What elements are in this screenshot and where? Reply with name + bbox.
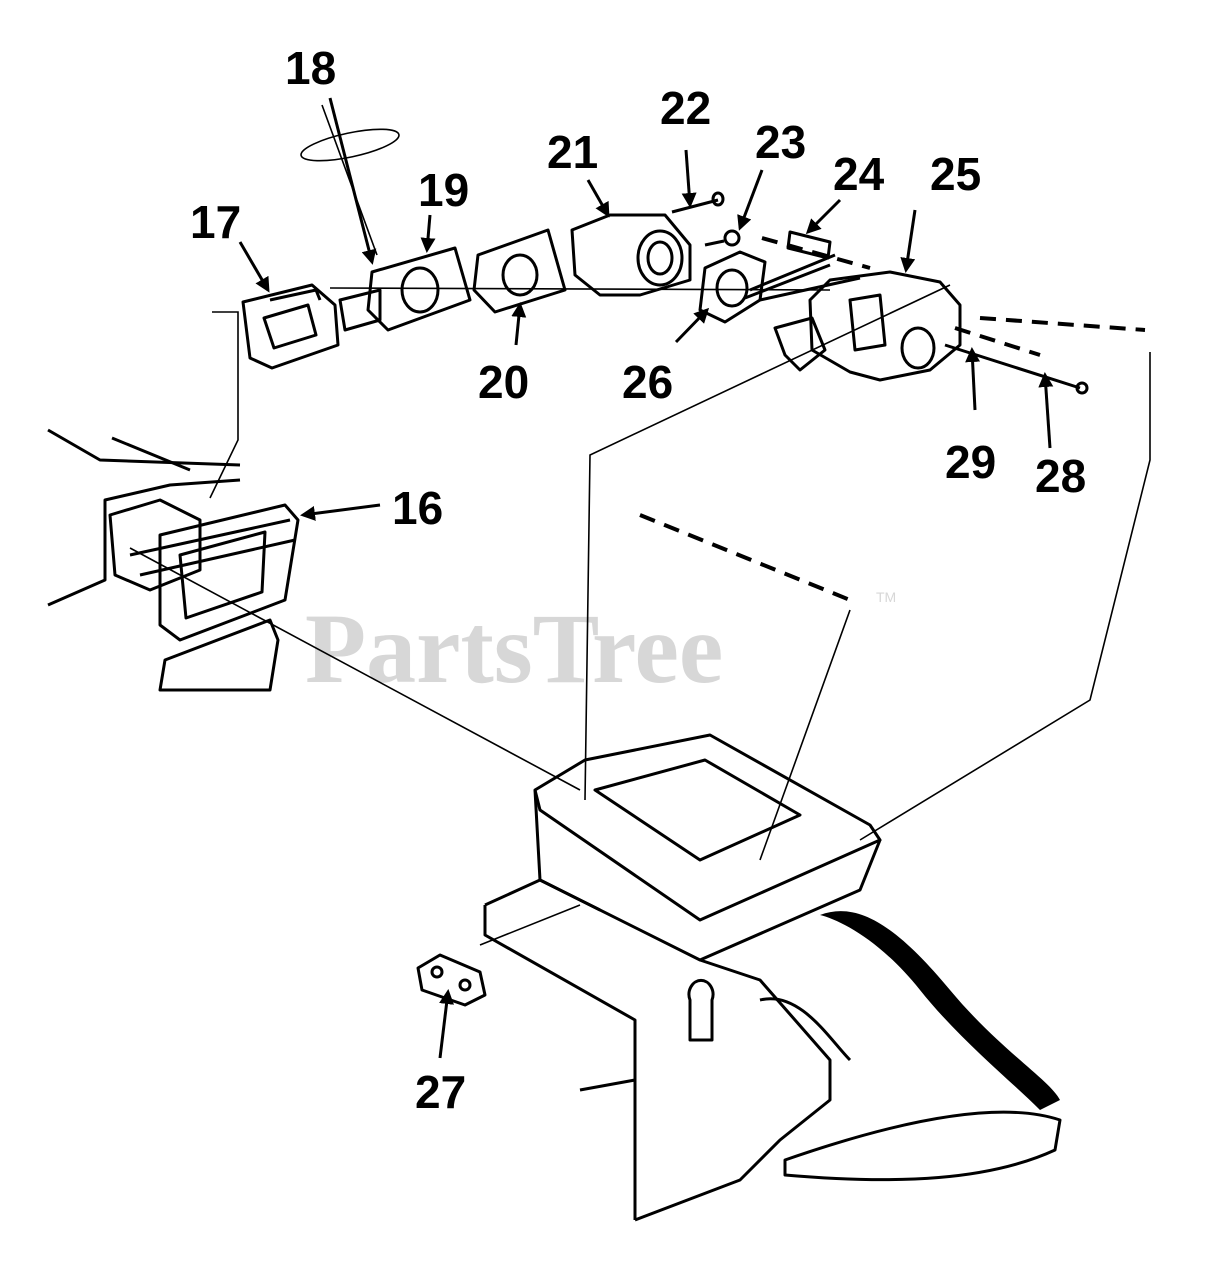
callout-22: 22 (660, 82, 711, 134)
arrow-18 (328, 97, 377, 265)
assembly-lines (129, 104, 1151, 861)
callout-27: 27 (415, 1066, 466, 1118)
part-21-manifold (570, 213, 692, 297)
arrow-19 (420, 214, 436, 253)
callout-17: 17 (190, 196, 241, 248)
callout-19: 19 (418, 164, 469, 216)
arrow-17 (238, 241, 270, 293)
part-22-screw (671, 191, 725, 214)
arrow-23 (737, 169, 764, 231)
arrow-28 (1038, 372, 1054, 449)
part-16-gasket (158, 503, 300, 692)
arrow-27 (438, 989, 455, 1059)
part-23-washer (704, 229, 741, 247)
arrow-24 (805, 198, 842, 235)
callout-26: 26 (622, 356, 673, 408)
callout-29: 29 (945, 436, 996, 488)
watermark: PartsTree TM (305, 589, 896, 704)
arrow-29 (965, 347, 981, 411)
part-17-reed-valve (241, 283, 340, 370)
arrow-25 (900, 209, 917, 273)
part-25-carburetor (744, 253, 962, 382)
callout-labels: 16 17 18 19 20 21 22 23 24 25 26 27 28 2… (190, 42, 1086, 1118)
callout-16: 16 (392, 482, 443, 534)
callout-21: 21 (547, 126, 598, 178)
callout-28: 28 (1035, 450, 1086, 502)
callout-18: 18 (285, 42, 336, 94)
part-19-spacer (338, 246, 472, 332)
watermark-text: PartsTree (305, 593, 723, 704)
callout-20: 20 (478, 356, 529, 408)
handle-housing (483, 733, 1062, 1222)
arrow-22 (681, 149, 697, 208)
callout-24: 24 (833, 148, 885, 200)
part-28-29-screw-spring (944, 326, 1089, 395)
part-18-diaphragm (300, 128, 400, 162)
engine-cylinder-side (47, 428, 296, 607)
arrow-20 (511, 302, 527, 346)
arrow-16 (300, 503, 381, 521)
callout-arrows (238, 97, 1054, 1059)
callout-23: 23 (755, 116, 806, 168)
arrow-21 (586, 179, 610, 218)
watermark-trademark: TM (876, 589, 896, 605)
part-20-gasket (472, 228, 567, 314)
callout-25: 25 (930, 148, 981, 200)
part-27-plate (416, 904, 581, 1007)
arrow-26 (674, 307, 710, 344)
